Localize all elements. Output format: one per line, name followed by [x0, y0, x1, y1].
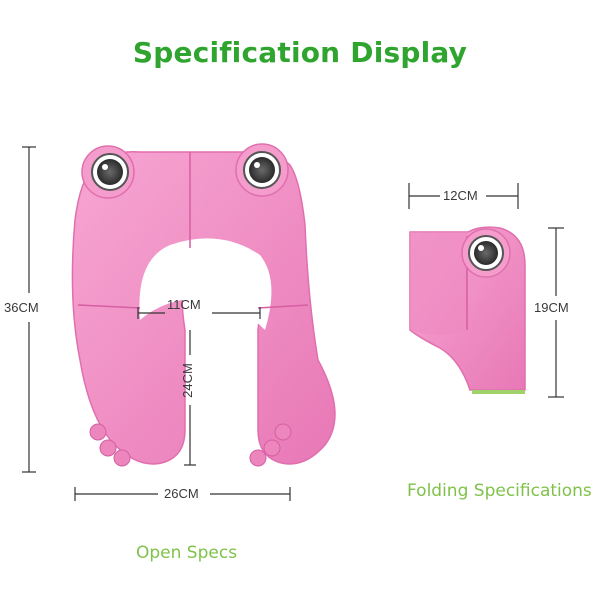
inner-width-label: 11CM — [167, 297, 201, 312]
dimension-lines-folded — [408, 183, 564, 398]
right-eye-icon — [235, 143, 289, 197]
folded-eye-icon — [461, 228, 511, 278]
open-seat — [71, 143, 336, 467]
right-foot-icon — [249, 423, 292, 467]
folded-seat — [409, 226, 526, 394]
folding-specs-caption: Folding Specifications — [407, 481, 592, 501]
folded-height-label: 19CM — [534, 300, 569, 315]
page-title: Specification Display — [132, 36, 468, 69]
dimension-lines-open — [22, 146, 291, 501]
open-specs-caption: Open Specs — [136, 543, 238, 563]
folded-width-label: 12CM — [443, 188, 478, 203]
fold-seam-right — [257, 304, 309, 309]
open-height-label: 36CM — [4, 300, 39, 315]
inner-height-label: 24CM — [179, 363, 195, 398]
left-eye-icon — [81, 145, 135, 199]
fold-seam-left — [77, 304, 141, 309]
open-width-label: 26CM — [164, 486, 199, 501]
left-foot-icon — [89, 423, 131, 467]
